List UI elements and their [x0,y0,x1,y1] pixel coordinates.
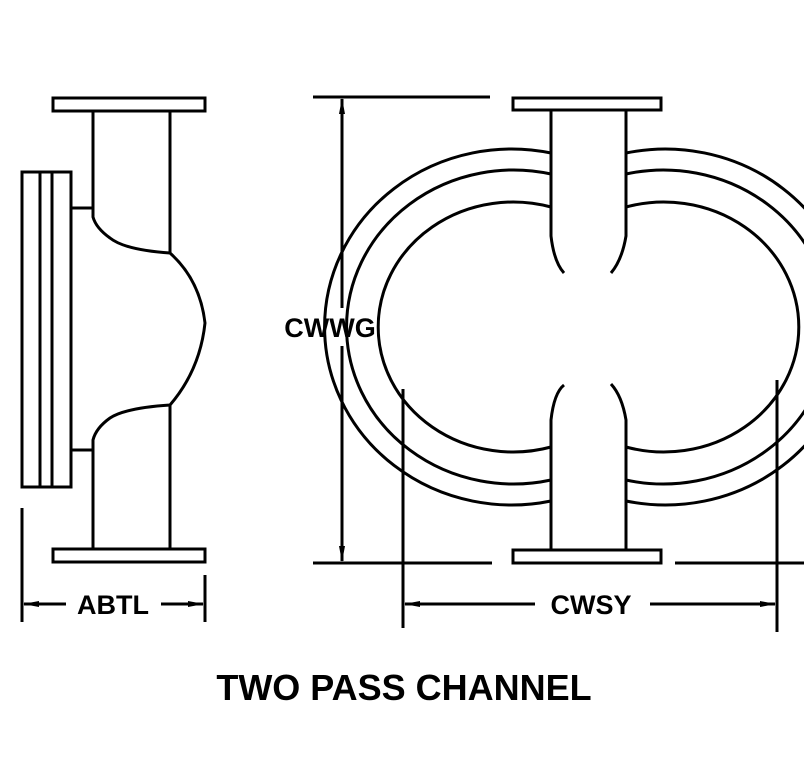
cwwg-label: CWWG [284,313,375,343]
side-top-flange [51,96,207,113]
front-top-flange [511,96,663,112]
shell-rings [323,147,804,507]
side-channel-body [71,111,207,549]
cwsy-label: CWSY [551,590,632,620]
side-bottom-flange [51,547,207,564]
front-bottom-flange [511,548,663,565]
abtl-label: ABTL [77,590,149,620]
dimension-cwsy: CWSY [401,380,804,632]
front-view [323,96,804,565]
diagram-title: TWO PASS CHANNEL [216,667,591,708]
dimension-abtl: ABTL [20,508,207,622]
side-view [20,96,207,564]
front-nozzles [549,110,628,550]
side-cover-plates [20,170,73,489]
dimension-cwwg: CWWG [284,95,492,565]
